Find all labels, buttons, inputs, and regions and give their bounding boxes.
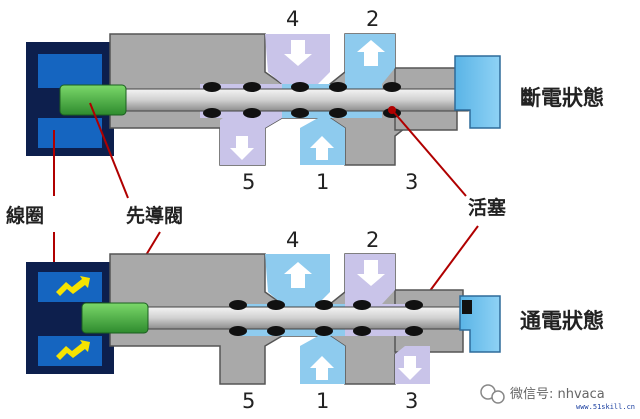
top-seal-3 bbox=[243, 82, 261, 92]
watermark-site: www.51skill.cn bbox=[576, 403, 635, 411]
top-port-4-label: 4 bbox=[286, 7, 299, 31]
top-seal-7 bbox=[329, 82, 347, 92]
top-arrow-2 bbox=[357, 40, 385, 66]
wechat-icon-bubble-2 bbox=[491, 390, 505, 404]
watermark-text: 微信号: nhvaca bbox=[510, 387, 605, 402]
bottom-end-cap-stop bbox=[462, 300, 472, 314]
bottom-port-4-label: 4 bbox=[286, 228, 299, 252]
bottom-seal-10 bbox=[405, 326, 423, 336]
bottom-energized-arrow-upper bbox=[56, 276, 90, 296]
top-coil-winding-lower bbox=[38, 118, 102, 148]
top-state-label: 斷電狀態 bbox=[520, 86, 604, 110]
top-seal-1 bbox=[203, 82, 221, 92]
bottom-seal-1 bbox=[229, 300, 247, 310]
top-pilot-core bbox=[59, 84, 127, 116]
top-seal-6 bbox=[291, 108, 309, 118]
bottom-seal-3 bbox=[267, 300, 285, 310]
bottom-seal-6 bbox=[315, 326, 333, 336]
bottom-seal-5 bbox=[315, 300, 333, 310]
top-port-1-label: 1 bbox=[316, 170, 329, 194]
bottom-seal-4 bbox=[267, 326, 285, 336]
bottom-seal-9 bbox=[405, 300, 423, 310]
bottom-arrow-2 bbox=[357, 260, 385, 286]
top-end-cap bbox=[454, 55, 501, 129]
bottom-port-1-label: 1 bbox=[316, 389, 329, 413]
top-seal-4 bbox=[243, 108, 261, 118]
top-coil-winding-upper bbox=[38, 54, 102, 88]
bottom-seal-8 bbox=[353, 326, 371, 336]
bottom-piston-rod bbox=[99, 306, 473, 330]
top-piston-rod bbox=[77, 88, 471, 112]
top-seal-9 bbox=[383, 82, 401, 92]
top-seal-5 bbox=[291, 82, 309, 92]
bottom-arrow-1 bbox=[310, 356, 334, 380]
watermark: 微信号: nhvaca www.51skill.cn bbox=[480, 384, 635, 411]
bottom-arrow-4 bbox=[284, 262, 312, 288]
bottom-port-3-label: 3 bbox=[405, 389, 418, 413]
piston-marker-top bbox=[388, 106, 396, 114]
bottom-port-2-label: 2 bbox=[366, 228, 379, 252]
piston-label: 活塞 bbox=[468, 196, 507, 219]
bottom-port-5-label: 5 bbox=[242, 389, 255, 413]
top-valve: 4 2 5 1 3 斷電狀態 bbox=[26, 7, 604, 194]
top-seal-2 bbox=[203, 108, 221, 118]
top-port-3-label: 3 bbox=[405, 170, 418, 194]
top-arrow-1 bbox=[310, 136, 334, 160]
top-arrow-4 bbox=[284, 40, 312, 66]
bottom-pilot-core bbox=[81, 302, 149, 334]
top-port-5-label: 5 bbox=[242, 170, 255, 194]
bottom-seal-2 bbox=[229, 326, 247, 336]
bottom-valve: 4 2 5 1 3 通電狀態 bbox=[26, 228, 604, 413]
top-port-2-label: 2 bbox=[366, 7, 379, 31]
bottom-state-label: 通電狀態 bbox=[520, 309, 604, 333]
top-arrow-5 bbox=[230, 136, 254, 160]
top-seal-8 bbox=[329, 108, 347, 118]
bottom-energized-arrow-lower bbox=[56, 340, 90, 360]
bottom-seal-7 bbox=[353, 300, 371, 310]
pilot-leader-top bbox=[89, 102, 129, 199]
piston-leader-top bbox=[391, 109, 467, 197]
bottom-arrow-3 bbox=[398, 356, 422, 380]
pilot-valve-label: 先導閥 bbox=[126, 204, 183, 227]
coil-label: 線圈 bbox=[6, 204, 44, 227]
